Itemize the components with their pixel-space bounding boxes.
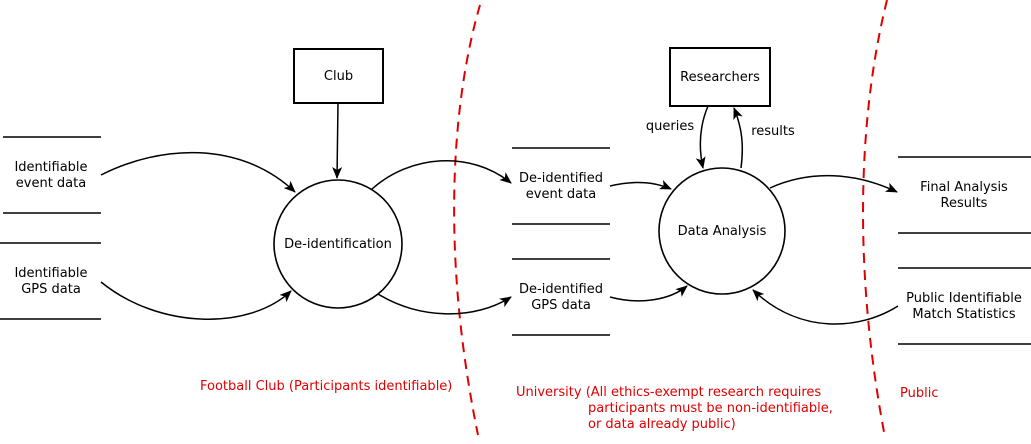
flow-event-to-deid — [100, 151, 296, 193]
store-label: Public Identifiable — [906, 291, 1022, 306]
store-label: event data — [16, 176, 86, 191]
flow-event-to-analysis — [609, 180, 672, 190]
store-deidentified-gps: De-identified GPS data — [512, 258, 610, 336]
store-identifiable-gps: Identifiable GPS data — [0, 242, 101, 320]
flow-club-to-deid — [332, 102, 343, 179]
flow-deid-to-gps — [377, 293, 512, 315]
entity-club: Club — [293, 48, 384, 104]
process-label: De-identification — [284, 237, 392, 252]
boundary-university-public — [862, 0, 888, 433]
entity-label: Club — [324, 69, 353, 84]
flow-results — [733, 107, 744, 169]
store-identifiable-event: Identifiable event data — [3, 136, 101, 214]
store-label: De-identified — [519, 282, 603, 297]
flow-analysis-to-final — [769, 175, 898, 193]
store-label: GPS data — [531, 298, 591, 313]
store-public-stats: Public Identifiable Match Statistics — [898, 267, 1031, 345]
zone-label-public: Public — [900, 386, 938, 401]
flow-gps-to-deid — [100, 281, 292, 320]
flow-deid-to-event — [371, 159, 512, 190]
store-deidentified-event: De-identified event data — [512, 147, 610, 225]
boundary-club-university — [453, 4, 481, 436]
store-label: De-identified — [519, 171, 603, 186]
store-label: Final Analysis — [920, 180, 1008, 195]
process-deidentification: De-identification — [273, 179, 403, 309]
flow-queries — [695, 105, 709, 169]
zone-label-university: University (All ethics-exempt research r… — [516, 385, 821, 400]
flow-label-queries: queries — [646, 119, 694, 134]
flow-label-results: results — [751, 124, 795, 139]
store-label: GPS data — [21, 282, 81, 297]
entity-researchers: Researchers — [669, 47, 771, 107]
zone-label-university: or data already public) — [588, 417, 736, 432]
entity-label: Researchers — [680, 70, 760, 85]
store-label: Identifiable — [14, 160, 87, 175]
zone-label-football-club: Football Club (Participants identifiable… — [200, 379, 452, 394]
process-analysis: Data Analysis — [658, 167, 786, 295]
flow-public-to-analysis — [752, 289, 899, 325]
process-label: Data Analysis — [678, 224, 767, 239]
store-label: Results — [941, 196, 988, 211]
flow-gps-to-analysis — [609, 285, 688, 302]
store-label: event data — [526, 187, 596, 202]
zone-label-university: participants must be non-identifiable, — [588, 401, 833, 416]
store-label: Match Statistics — [912, 307, 1015, 322]
store-final-results: Final Analysis Results — [898, 156, 1031, 234]
store-label: Identifiable — [14, 266, 87, 281]
